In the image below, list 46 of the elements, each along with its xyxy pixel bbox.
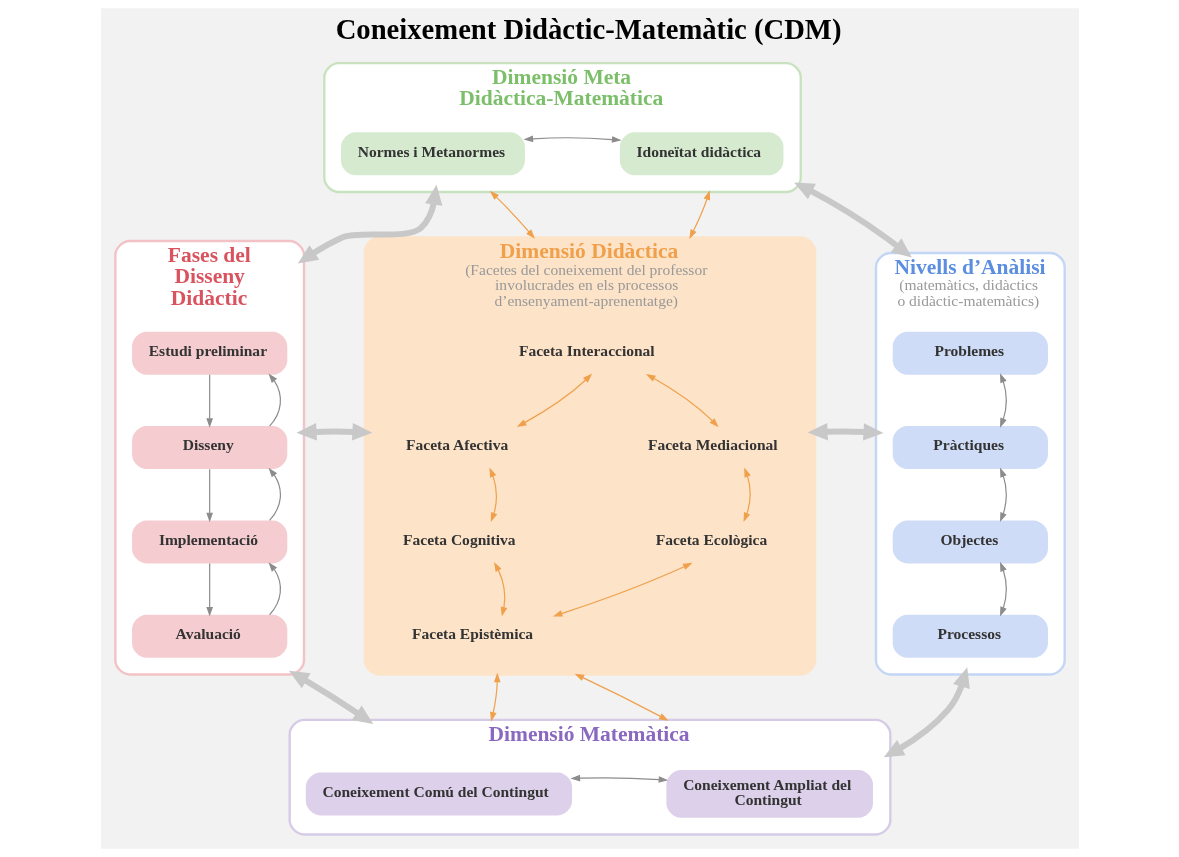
arrow bbox=[552, 562, 693, 617]
arrow bbox=[268, 562, 281, 616]
node-box: Implementació bbox=[131, 520, 287, 564]
node-box: Objectes bbox=[892, 520, 1048, 564]
arrow bbox=[297, 184, 442, 264]
arrow bbox=[793, 182, 912, 258]
node-box: Pràctiques bbox=[892, 426, 1048, 470]
arrow bbox=[999, 373, 1007, 428]
node-box: Coneixement Ampliat del Contingut bbox=[665, 770, 873, 818]
arrow bbox=[570, 774, 668, 783]
arrow bbox=[883, 667, 970, 758]
node-text: Faceta Epistèmica bbox=[411, 625, 533, 643]
arrow bbox=[999, 561, 1007, 617]
arrow bbox=[688, 190, 710, 240]
arrow bbox=[205, 468, 213, 523]
node-box: Estudi preliminar bbox=[131, 331, 287, 375]
arrow bbox=[574, 673, 669, 721]
node-text: Faceta Afectiva bbox=[405, 436, 508, 454]
arrow bbox=[999, 467, 1007, 523]
node-box: Disseny bbox=[131, 426, 287, 470]
arrow bbox=[493, 561, 507, 617]
node-box: Idoneïtat didàctica bbox=[619, 132, 783, 176]
node-text: Faceta Mediacional bbox=[647, 436, 778, 454]
arrow bbox=[205, 562, 213, 617]
node-box: Problemes bbox=[892, 331, 1048, 375]
node-text: Faceta Ecològica bbox=[655, 530, 767, 548]
arrow bbox=[205, 374, 213, 428]
arrow bbox=[288, 670, 373, 725]
node-box: Processos bbox=[892, 614, 1048, 658]
arrow bbox=[296, 423, 372, 441]
arrow bbox=[268, 467, 281, 521]
arrow bbox=[489, 672, 501, 722]
node-text: Faceta Cognitiva bbox=[402, 530, 516, 548]
node-box: Normes i Metanormes bbox=[340, 132, 525, 176]
node-box: Avaluació bbox=[131, 614, 287, 658]
arrow bbox=[489, 190, 535, 239]
arrow bbox=[645, 374, 719, 428]
arrow bbox=[523, 135, 621, 143]
arrow bbox=[807, 422, 883, 441]
arrow bbox=[268, 373, 281, 427]
arrow bbox=[743, 467, 751, 523]
diagram-title: Coneixement Didàctic-Matemàtic (CDM) bbox=[335, 13, 841, 46]
node-box: Coneixement Comú del Contingut bbox=[305, 772, 572, 816]
node-text: Faceta Interaccional bbox=[518, 342, 655, 360]
arrow bbox=[516, 373, 592, 427]
arrow bbox=[488, 467, 497, 523]
